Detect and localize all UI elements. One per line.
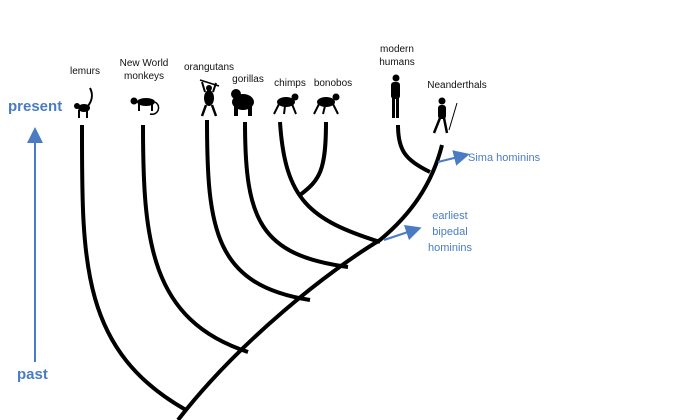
past-label: past bbox=[17, 366, 48, 383]
branch-modern-humans bbox=[396, 124, 431, 174]
main-trunk bbox=[176, 144, 444, 420]
sima-hominins-label: Sima hominins bbox=[468, 152, 541, 164]
bipedal-arrow bbox=[383, 224, 422, 241]
branch-lemurs bbox=[79, 124, 187, 412]
species-label-neanderthals: Neanderthals bbox=[427, 80, 487, 91]
gorilla-icon bbox=[231, 89, 254, 116]
species-label-new-world-monkeys: New World monkeys bbox=[119, 58, 169, 82]
branch-bonobos bbox=[298, 121, 328, 197]
chimp-icon bbox=[273, 93, 299, 115]
species-label-modern-humans: modern humans bbox=[379, 44, 415, 68]
branch-gorillas bbox=[243, 121, 349, 269]
branch-new-world-monkeys bbox=[141, 124, 249, 354]
orangutan-icon bbox=[199, 79, 220, 117]
sima-arrow bbox=[437, 150, 470, 166]
earliest-bipedal-hominins-label: earliest bipedal hominins bbox=[427, 210, 473, 254]
species-label-chimps: chimps bbox=[274, 78, 306, 89]
bonobo-icon bbox=[313, 93, 340, 115]
branch-orangutans bbox=[205, 119, 311, 302]
human-icon bbox=[391, 74, 400, 118]
species-label-bonobos: bonobos bbox=[313, 78, 353, 89]
neanderthal-icon bbox=[432, 97, 458, 134]
lemur-icon bbox=[74, 87, 93, 118]
species-label-lemurs: lemurs bbox=[69, 66, 100, 77]
monkey-icon bbox=[130, 97, 160, 115]
species-label-gorillas: gorillas bbox=[232, 74, 264, 85]
present-label: present bbox=[8, 98, 63, 115]
branch-chimps bbox=[278, 121, 381, 244]
species-label-orangutans: orangutans bbox=[183, 62, 235, 73]
